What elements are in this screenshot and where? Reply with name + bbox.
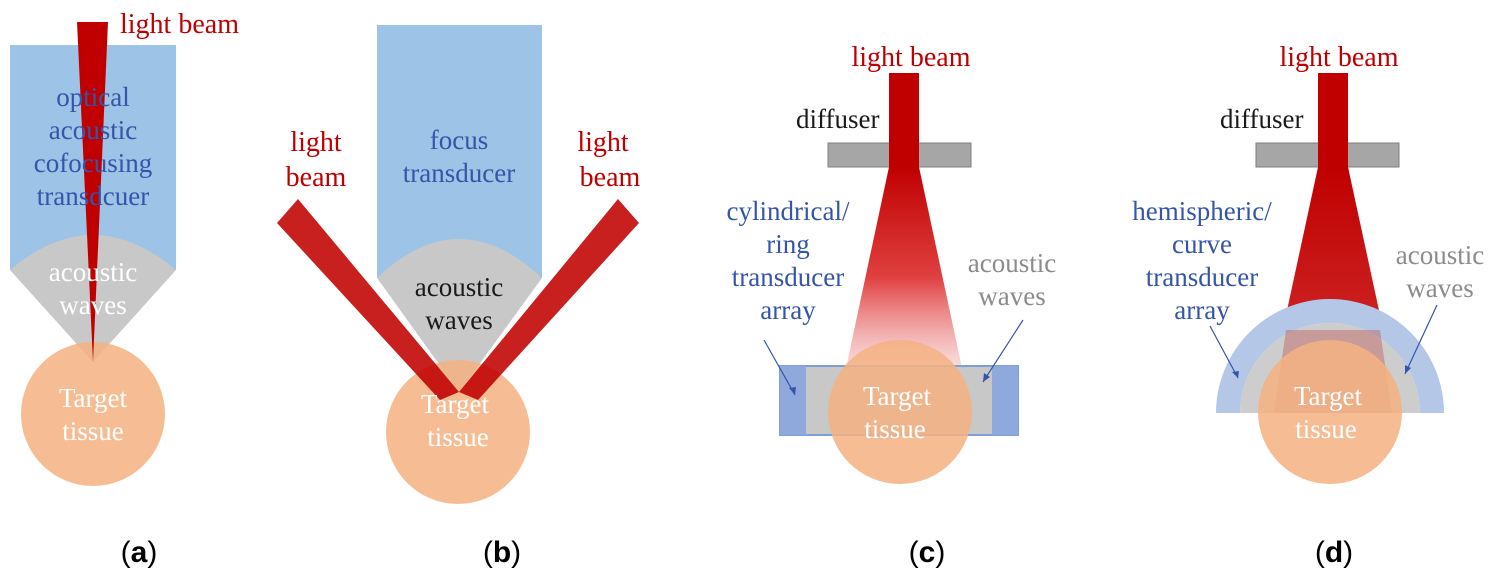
- panel-c: light beam diffuser cylindrical/ ring tr…: [727, 42, 1057, 569]
- svg-text:acoustic: acoustic: [49, 257, 137, 287]
- target-tissue: [828, 340, 972, 484]
- light-beam-right: [459, 199, 639, 400]
- svg-text:transducer: transducer: [1146, 262, 1258, 292]
- target-tissue: [386, 360, 530, 504]
- svg-text:waves: waves: [59, 290, 126, 320]
- svg-text:Target: Target: [421, 389, 490, 419]
- svg-text:beam: beam: [286, 162, 347, 193]
- svg-text:hemispheric/: hemispheric/: [1132, 196, 1272, 226]
- svg-text:transducer: transducer: [403, 158, 515, 188]
- light-beam-right-label: light beam: [577, 127, 640, 193]
- hemispheric-transducer-array: [1216, 299, 1444, 413]
- transducer-pointer-head: [1232, 371, 1239, 378]
- transducer-label: hemispheric/ curve transducer array: [1132, 196, 1272, 325]
- svg-text:tissue: tissue: [62, 416, 124, 446]
- panel-label-a: (a): [121, 536, 158, 569]
- waves-label: acoustic waves: [49, 257, 137, 320]
- light-beam-label: light beam: [852, 42, 971, 73]
- diffused-light-cone: [846, 167, 962, 368]
- panel-a: light beam optical acoustic cofocusing t…: [10, 9, 239, 569]
- svg-text:transdcuer: transdcuer: [37, 181, 149, 211]
- diffuser-label: diffuser: [1220, 104, 1303, 134]
- diffused-light-cone: [1286, 167, 1380, 315]
- light-beam-label: light beam: [1280, 42, 1399, 73]
- light-beam-label: light beam: [120, 9, 239, 40]
- svg-text:Target: Target: [59, 383, 128, 413]
- light-beam: [1318, 73, 1348, 167]
- transducer-pointer: [1209, 325, 1239, 379]
- transducer-element-right: [992, 366, 1018, 435]
- focus-transducer: [377, 25, 542, 278]
- diffuser-label: diffuser: [796, 104, 879, 134]
- svg-text:tissue: tissue: [427, 422, 489, 452]
- target-tissue: [1258, 340, 1402, 484]
- transducer-label: focus transducer: [403, 125, 515, 188]
- svg-text:optical: optical: [56, 82, 129, 112]
- light-beam: [889, 73, 919, 167]
- svg-text:focus: focus: [430, 125, 488, 155]
- svg-text:waves: waves: [978, 281, 1045, 311]
- svg-text:acoustic: acoustic: [415, 272, 503, 302]
- svg-text:array: array: [760, 295, 816, 325]
- transducer-pointer-head: [789, 387, 796, 395]
- svg-text:beam: beam: [580, 162, 641, 193]
- waves-pointer: [1404, 304, 1438, 375]
- transducer-label: cylindrical/ ring transducer array: [727, 196, 850, 325]
- waves-label: acoustic waves: [1396, 240, 1484, 303]
- panel-label-c: (c): [909, 536, 946, 569]
- panel-b: light beam light beam focus transducer a…: [277, 25, 641, 569]
- waves-label: acoustic waves: [415, 272, 503, 335]
- svg-text:light: light: [577, 127, 629, 158]
- waves-pointer-head: [1405, 365, 1411, 374]
- svg-text:tissue: tissue: [1295, 414, 1357, 444]
- svg-text:Target: Target: [1294, 381, 1363, 411]
- transducer-element-left: [780, 366, 806, 435]
- panel-label-b: (b): [483, 536, 521, 569]
- target-tissue: [21, 342, 165, 486]
- svg-text:cylindrical/: cylindrical/: [727, 196, 850, 226]
- svg-text:ring: ring: [766, 229, 810, 259]
- svg-text:waves: waves: [425, 305, 492, 335]
- transducer-pointer: [763, 339, 796, 396]
- tissue-label: Target tissue: [59, 383, 128, 446]
- svg-text:waves: waves: [1406, 273, 1473, 303]
- svg-text:light: light: [290, 127, 342, 158]
- waves-pointer-head: [983, 373, 990, 382]
- svg-text:cofocusing: cofocusing: [34, 148, 152, 178]
- svg-text:tissue: tissue: [864, 414, 926, 444]
- tissue-label: Target tissue: [421, 389, 490, 452]
- svg-text:array: array: [1174, 295, 1230, 325]
- panel-label-d: (d): [1315, 536, 1353, 569]
- svg-text:transducer: transducer: [732, 262, 844, 292]
- svg-text:acoustic: acoustic: [968, 248, 1056, 278]
- acoustic-waves-cone: [377, 239, 542, 392]
- waves-pointer: [982, 319, 1024, 383]
- svg-text:acoustic: acoustic: [1396, 240, 1484, 270]
- svg-text:curve: curve: [1172, 229, 1232, 259]
- tissue-label: Target tissue: [1294, 381, 1363, 444]
- panel-d: light beam diffuser hemispheric/ curve t…: [1132, 42, 1484, 569]
- light-beam-left-label: light beam: [286, 127, 347, 193]
- waves-label: acoustic waves: [968, 248, 1056, 311]
- light-beam-left: [277, 199, 459, 400]
- light-beam: [77, 22, 108, 362]
- transducer-label: optical acoustic cofocusing transdcuer: [34, 82, 152, 211]
- tissue-label: Target tissue: [863, 381, 932, 444]
- svg-text:acoustic: acoustic: [49, 115, 137, 145]
- svg-text:Target: Target: [863, 381, 932, 411]
